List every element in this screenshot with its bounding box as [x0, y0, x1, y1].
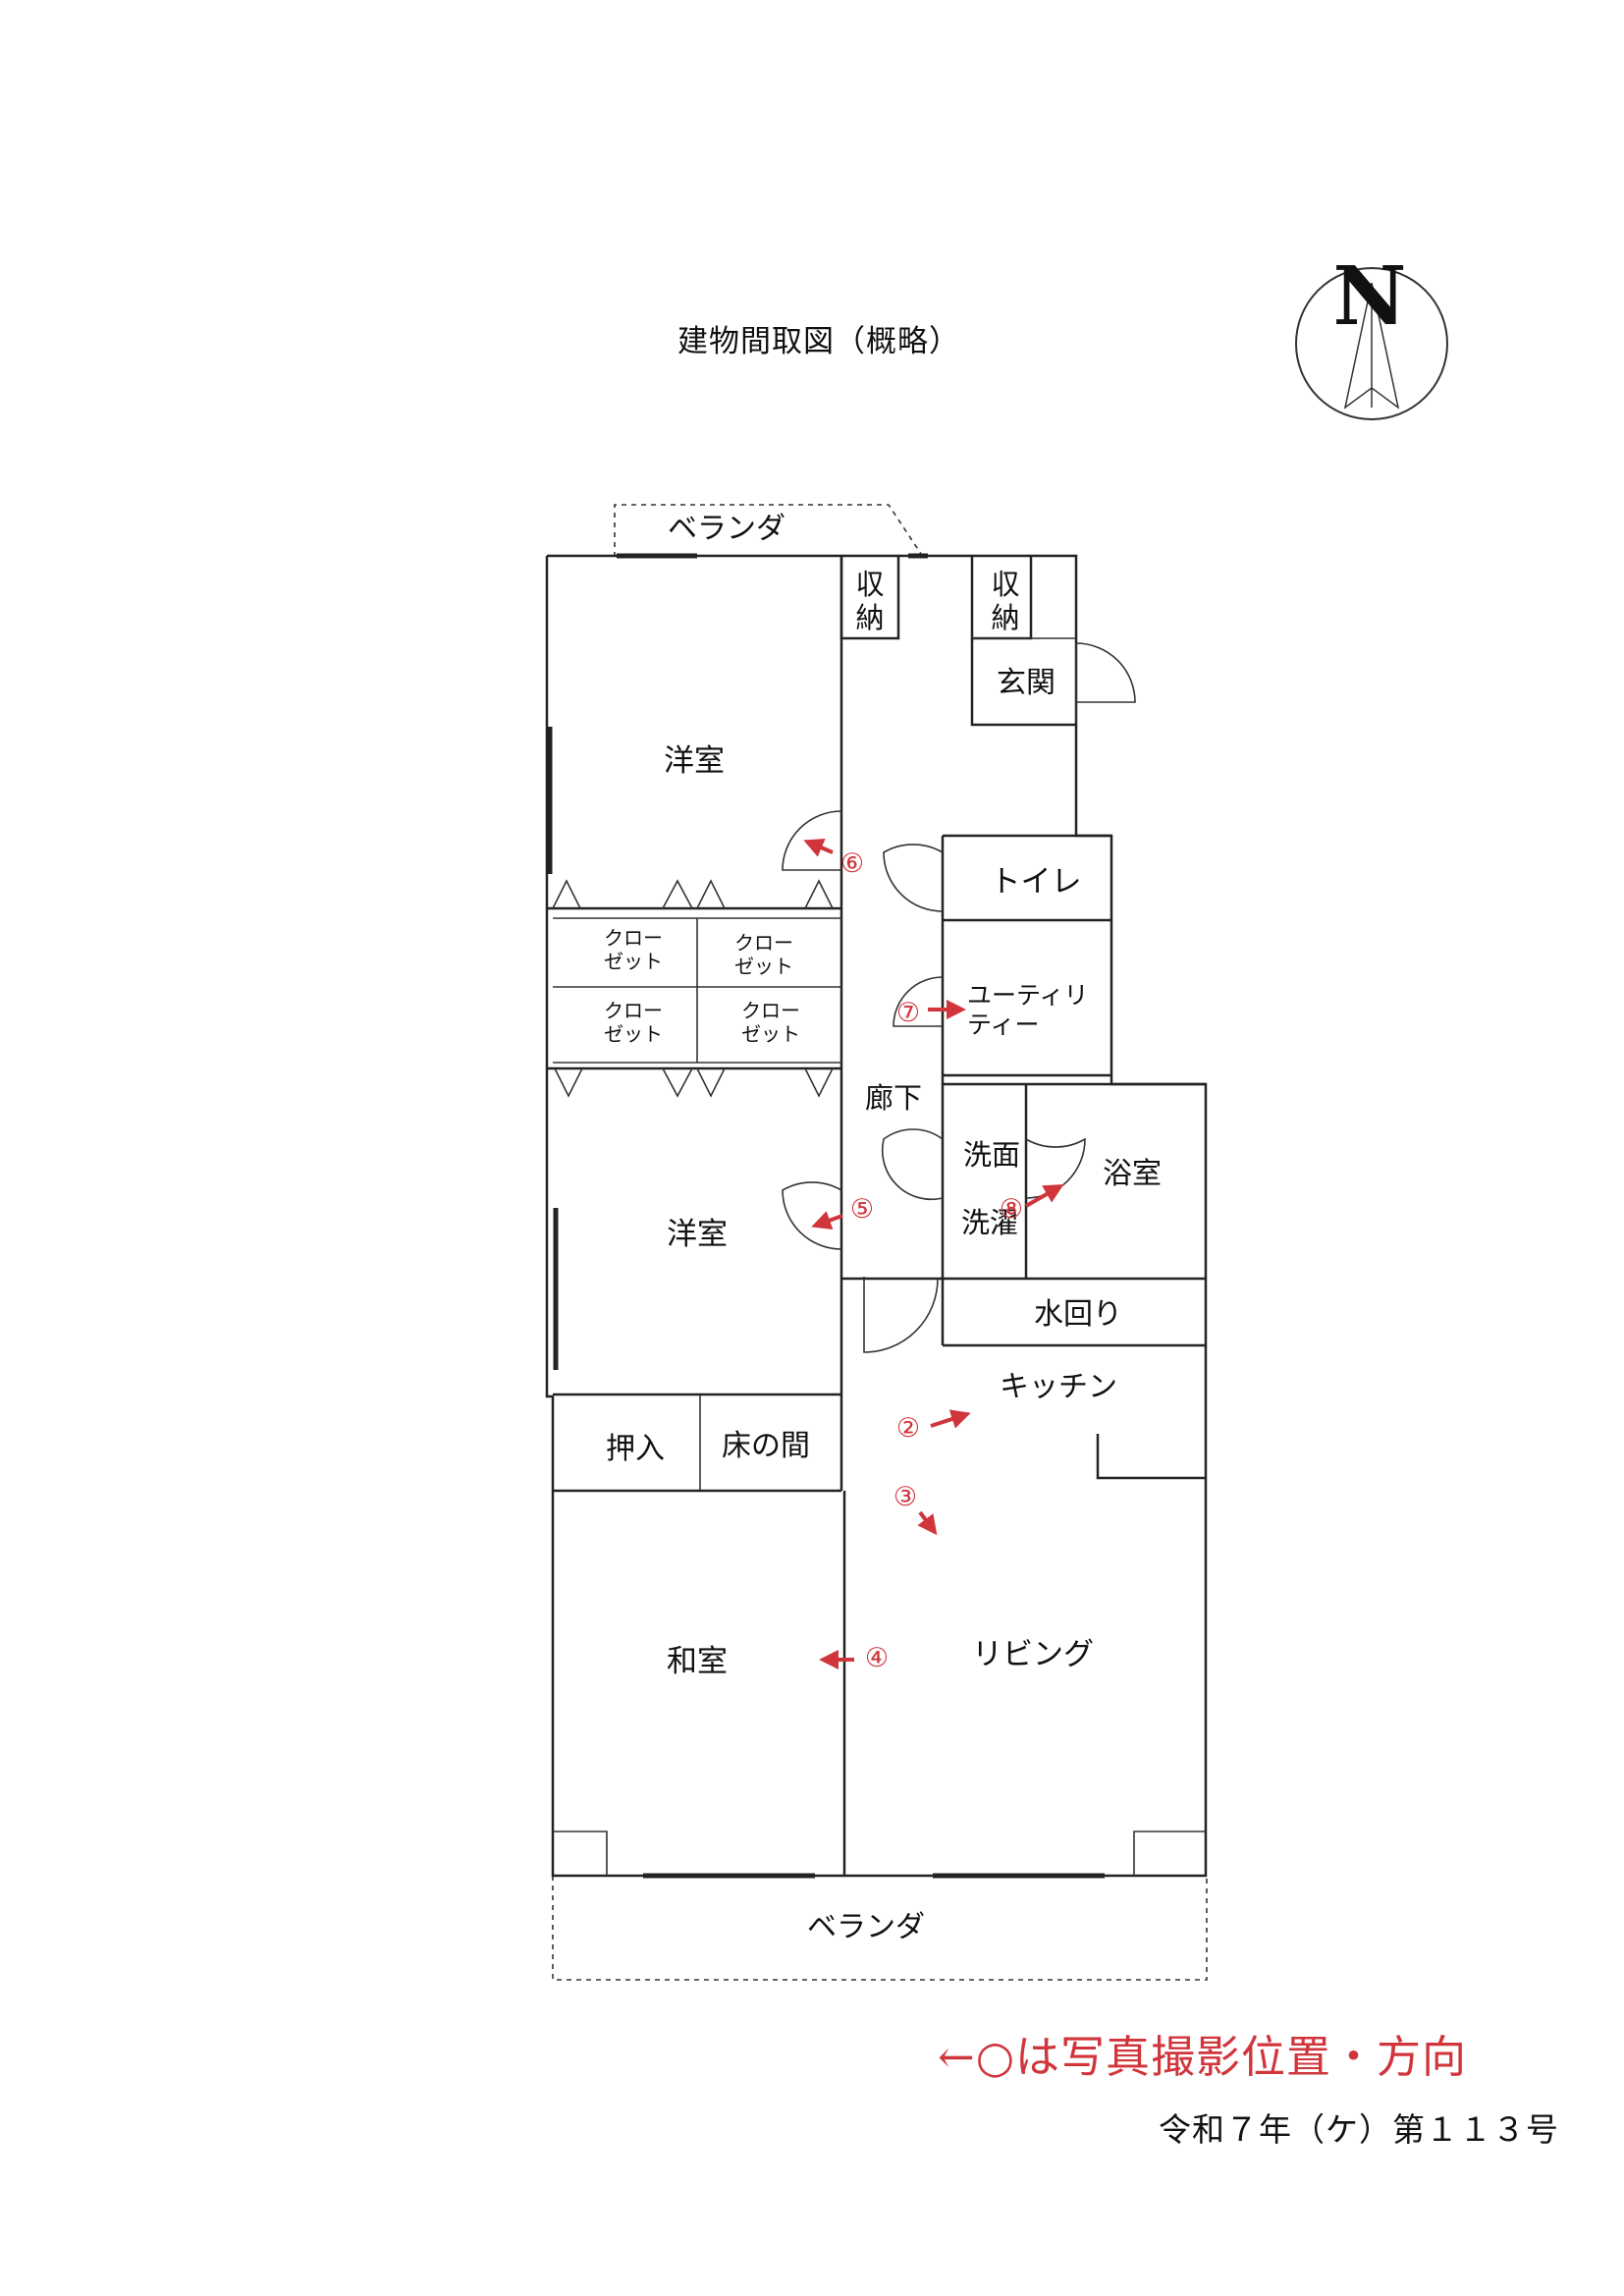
oshiire-label: 押入	[606, 1432, 665, 1466]
bathroom-label: 浴室	[1103, 1157, 1162, 1191]
entrance-label: 玄関	[997, 666, 1056, 700]
tokonoma-label: 床の間	[722, 1429, 810, 1463]
storage-2-label: 収納	[991, 568, 1019, 634]
svg-text:⑦: ⑦	[896, 998, 920, 1028]
living-label: リビング	[972, 1637, 1094, 1672]
closet-4-label: クローゼット	[741, 999, 800, 1046]
closet-3-label: クローゼット	[604, 999, 663, 1046]
photo-legend: ←○は写真撮影位置・方向	[938, 2031, 1467, 2083]
svg-text:⑧: ⑧	[1000, 1194, 1023, 1225]
case-number: 令和７年（ケ）第１１３号	[1159, 2110, 1559, 2149]
photo-marker-5: ⑤	[811, 1194, 874, 1230]
photo-marker-3: ③	[893, 1482, 938, 1536]
water-area-label: 水回り	[1034, 1297, 1122, 1332]
photo-marker-8: ⑧	[1000, 1184, 1064, 1225]
photo-marker-7: ⑦	[896, 998, 966, 1028]
svg-text:②: ②	[896, 1413, 920, 1444]
veranda-top-label: ベランダ	[668, 512, 785, 546]
photo-marker-4: ④	[819, 1643, 889, 1673]
closet-2-label: クローゼット	[734, 931, 793, 978]
photo-marker-6: ⑥	[803, 839, 864, 879]
svg-text:⑤: ⑤	[850, 1194, 874, 1225]
western-room-2-label: 洋室	[667, 1217, 728, 1252]
kitchen-label: キッチン	[1000, 1370, 1117, 1404]
utility-label: ユーティリティー	[967, 981, 1089, 1039]
svg-text:④: ④	[865, 1643, 889, 1673]
page-title: 建物間取図（概略）	[677, 324, 960, 359]
western-room-1-label: 洋室	[664, 743, 725, 779]
japanese-room-label: 和室	[667, 1644, 728, 1679]
svg-text:⑥: ⑥	[840, 848, 864, 879]
washroom-label: 洗面	[963, 1138, 1020, 1172]
photo-marker-2: ②	[896, 1409, 971, 1444]
svg-text:③: ③	[893, 1482, 917, 1512]
storage-1-label: 収納	[855, 568, 884, 634]
veranda-bottom-label: ベランダ	[807, 1910, 925, 1944]
toilet-label: トイレ	[991, 864, 1082, 900]
laundry-label: 洗濯	[961, 1206, 1018, 1239]
hallway-label: 廊下	[865, 1081, 922, 1115]
compass-icon: N	[1295, 249, 1448, 420]
closet-1-label: クローゼット	[604, 926, 663, 973]
compass-label: N	[1333, 249, 1407, 344]
